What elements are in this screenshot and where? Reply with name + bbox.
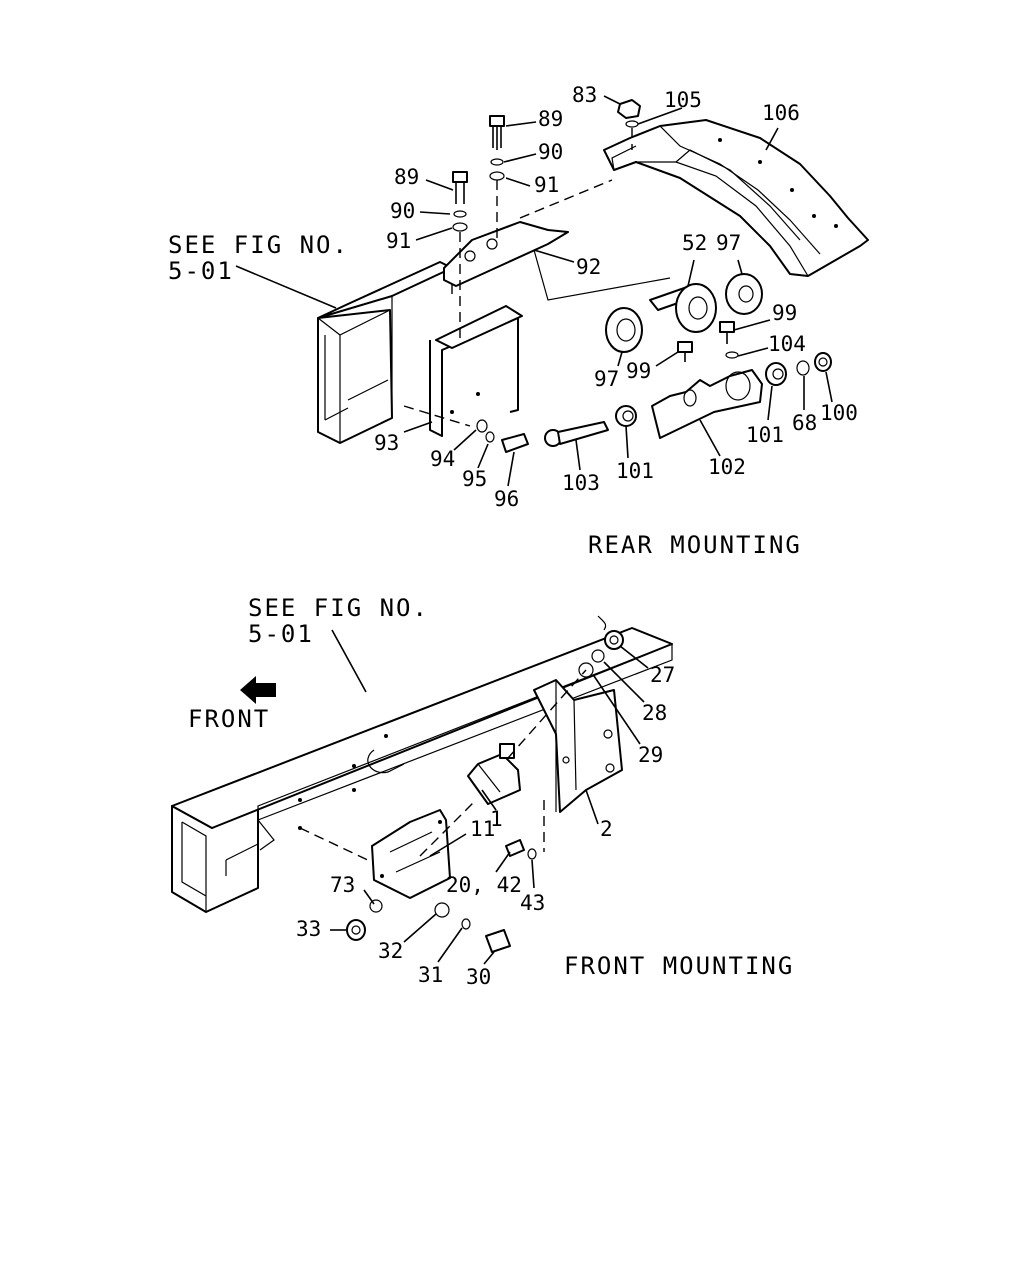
plate-92 [443, 221, 569, 287]
label-91-a: 91 [534, 173, 559, 197]
label-95: 95 [462, 467, 487, 491]
nut-33 [346, 919, 366, 941]
label-89-b: 89 [394, 165, 419, 189]
label-68: 68 [792, 411, 817, 435]
label-105: 105 [664, 88, 702, 112]
front-direction-arrow [240, 676, 276, 704]
bracket-93 [429, 305, 523, 437]
bolt-103 [544, 421, 609, 447]
label-32: 32 [378, 939, 403, 963]
washer-28 [591, 649, 605, 663]
insulator-1 [467, 743, 521, 805]
collar-101-a [615, 405, 637, 427]
bracket-11 [371, 809, 451, 899]
washer-91-a [489, 171, 505, 181]
rear-see-fig-line1: SEE FIG NO. [168, 231, 349, 259]
collar-101-b [765, 362, 787, 386]
label-90-b: 90 [390, 199, 415, 223]
insulator-102 [651, 369, 763, 439]
label-99-a: 99 [626, 359, 651, 383]
washer-43 [527, 848, 537, 860]
label-106: 106 [762, 101, 800, 125]
rear-frame-rail [317, 261, 453, 444]
bolt-30 [485, 929, 511, 953]
label-93: 93 [374, 431, 399, 455]
washer-73 [369, 899, 383, 913]
label-27: 27 [650, 663, 675, 687]
front-mounting-title: FRONT MOUNTING [564, 952, 794, 980]
label-100: 100 [820, 401, 858, 425]
nut-27 [604, 630, 624, 650]
bolt-99-a [677, 341, 693, 362]
label-90-a: 90 [538, 140, 563, 164]
front-frame-rail [171, 615, 673, 913]
nut-83 [617, 99, 641, 119]
label-97-top: 97 [716, 231, 741, 255]
label-89-a: 89 [538, 107, 563, 131]
washer-90-a [490, 158, 504, 166]
bolt-89-a [489, 115, 505, 150]
front-direction-label: FRONT [188, 705, 270, 733]
rear-see-fig-line2: 5-01 [168, 257, 234, 285]
rear-mounting-title: REAR MOUNTING [588, 531, 802, 559]
label-96: 96 [494, 487, 519, 511]
cushion-97-b [725, 273, 763, 315]
label-97-left: 97 [594, 367, 619, 391]
label-31: 31 [418, 963, 443, 987]
label-28: 28 [642, 701, 667, 725]
washer-90-b [453, 210, 467, 218]
washer-32 [434, 902, 450, 918]
washer-95 [485, 431, 495, 443]
washer-91-b [452, 222, 468, 232]
washer-29 [578, 662, 594, 678]
label-11: 11 [470, 817, 495, 841]
bolt-96 [501, 433, 529, 453]
label-91-b: 91 [386, 229, 411, 253]
label-30: 30 [466, 965, 491, 989]
label-29: 29 [638, 743, 663, 767]
label-83: 83 [572, 83, 597, 107]
label-103: 103 [562, 471, 600, 495]
bolt-89-b [452, 171, 468, 204]
label-99-b: 99 [772, 301, 797, 325]
label-52: 52 [682, 231, 707, 255]
nut-100 [814, 352, 832, 372]
crossmember-106 [603, 119, 869, 277]
washer-94 [476, 419, 488, 433]
label-20-42: 20, 42 [446, 873, 522, 897]
cushion-97-a [605, 307, 643, 353]
label-43: 43 [520, 891, 545, 915]
bracket-2 [533, 679, 623, 813]
washer-68 [796, 360, 810, 376]
washer-31 [461, 918, 471, 930]
bolt-99-b [719, 321, 735, 344]
label-1: 1 [490, 807, 503, 831]
label-101-a: 101 [616, 459, 654, 483]
label-73: 73 [330, 873, 355, 897]
label-92: 92 [576, 255, 601, 279]
front-see-fig-line2: 5-01 [248, 620, 314, 648]
label-104: 104 [768, 332, 806, 356]
label-33: 33 [296, 917, 321, 941]
label-2: 2 [600, 817, 613, 841]
label-101-b: 101 [746, 423, 784, 447]
cushion-97-center [675, 283, 717, 333]
front-see-fig-line1: SEE FIG NO. [248, 594, 429, 622]
label-102: 102 [708, 455, 746, 479]
label-94: 94 [430, 447, 455, 471]
washer-104 [725, 351, 739, 359]
washer-105 [625, 120, 639, 128]
